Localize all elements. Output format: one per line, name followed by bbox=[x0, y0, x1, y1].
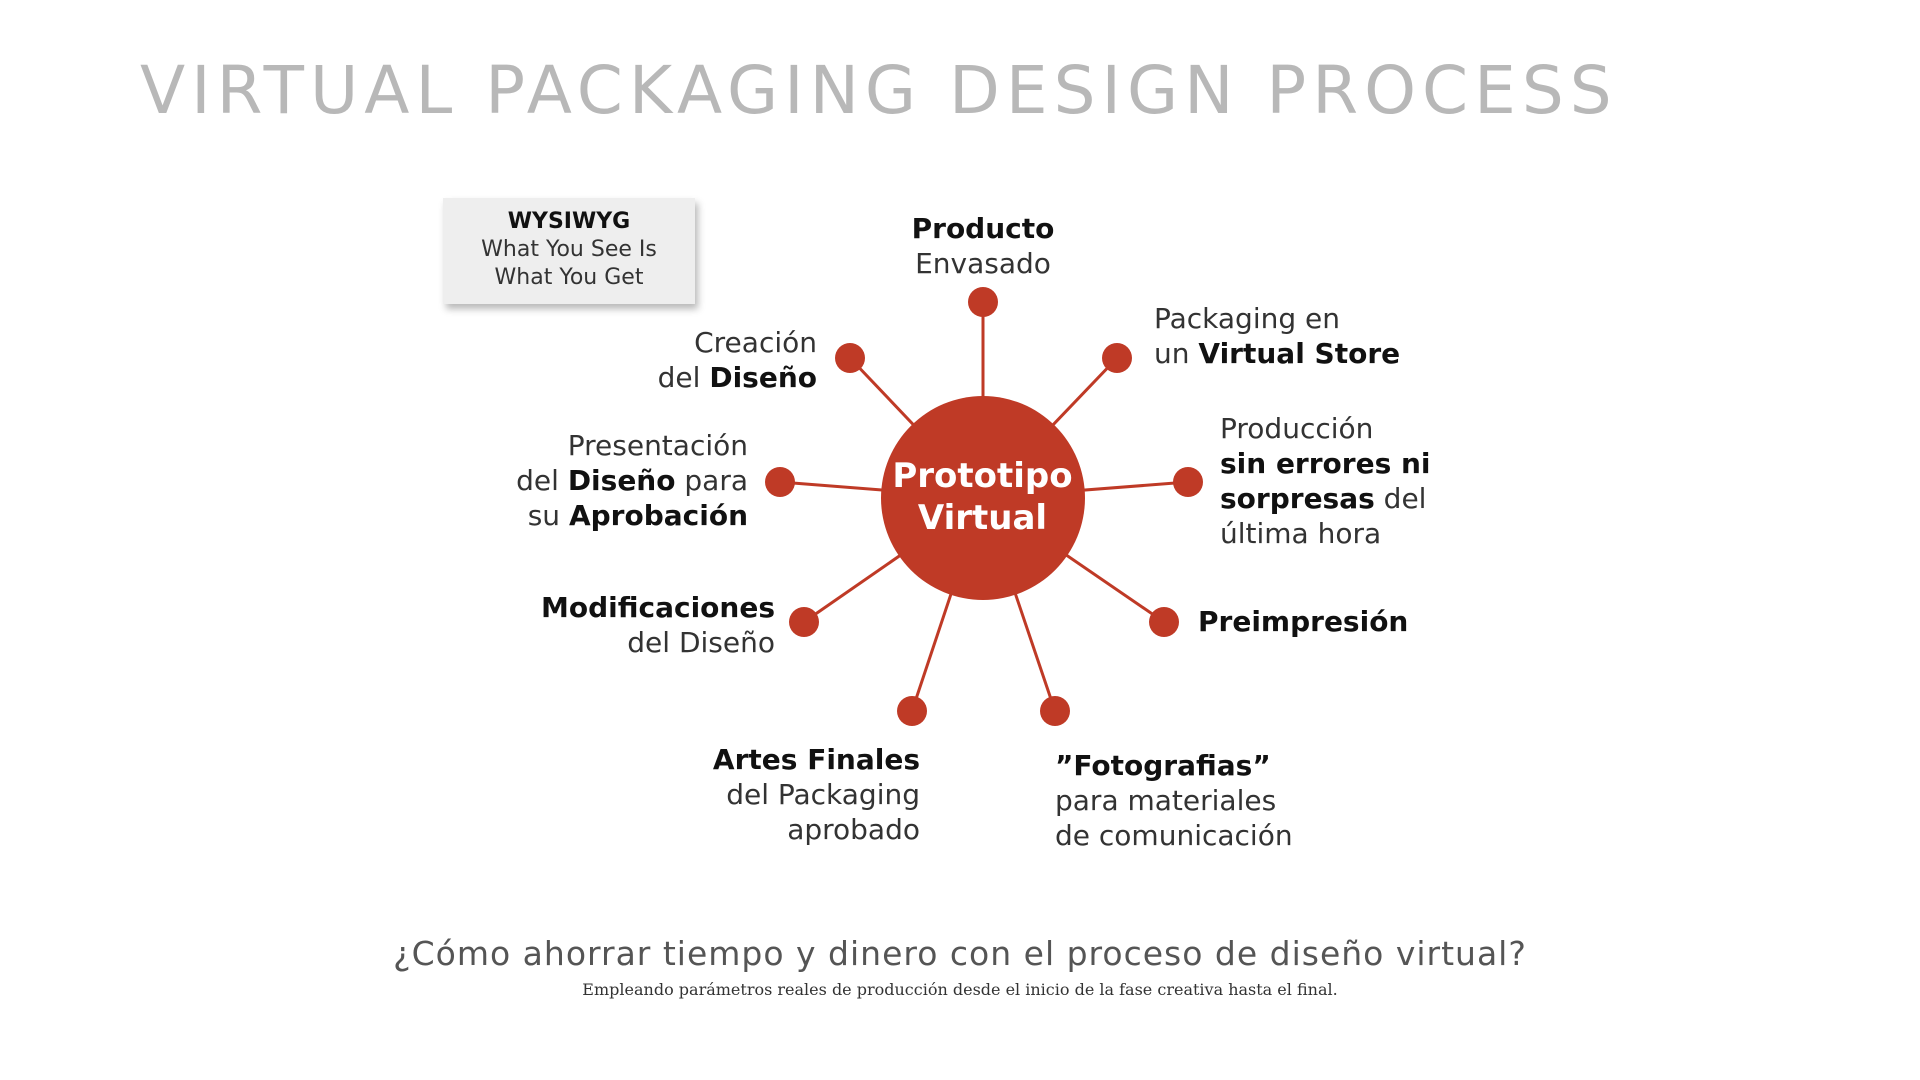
dot-fotografias bbox=[1040, 696, 1070, 726]
creacion-line-1: Creación bbox=[694, 326, 817, 359]
hub-line-2: Virtual bbox=[917, 498, 1048, 538]
label-creacion: Creación del Diseño bbox=[600, 325, 817, 395]
artes-finales-line-2: del Packaging bbox=[726, 778, 920, 811]
artes-finales-line-1: Artes Finales bbox=[712, 743, 920, 776]
produccion-line-3b: sorpresas bbox=[1220, 482, 1375, 515]
dot-creacion bbox=[835, 343, 865, 373]
dot-virtual-store bbox=[1102, 343, 1132, 373]
dot-producto bbox=[968, 287, 998, 317]
producto-line-1: Producto bbox=[911, 212, 1055, 245]
label-presentacion: Presentación del Diseño para su Aprobaci… bbox=[430, 428, 748, 533]
produccion-line-3n: del bbox=[1374, 482, 1427, 515]
presentacion-line-2a: del bbox=[516, 464, 568, 497]
presentacion-line-1: Presentación bbox=[567, 429, 748, 462]
hub-label: Prototipo Virtual bbox=[880, 455, 1085, 539]
hub-line-1: Prototipo bbox=[892, 456, 1073, 496]
dot-produccion bbox=[1173, 467, 1203, 497]
node-dots bbox=[765, 287, 1203, 726]
presentacion-line-3a: su bbox=[527, 499, 569, 532]
produccion-line-4: última hora bbox=[1220, 517, 1382, 550]
fotografias-line-1: ”Fotografias” bbox=[1055, 749, 1271, 782]
wysiwyg-line-2: What You Get bbox=[494, 265, 644, 290]
label-produccion: Producción sin errores ni sorpresas del … bbox=[1220, 411, 1431, 551]
label-virtual-store: Packaging en un Virtual Store bbox=[1154, 301, 1400, 371]
label-producto: Producto Envasado bbox=[883, 211, 1083, 281]
hub-circle bbox=[881, 396, 1085, 600]
label-artes-finales: Artes Finales del Packaging aprobado bbox=[640, 742, 920, 847]
footer-subtext: Empleando parámetros reales de producció… bbox=[582, 980, 1338, 999]
producto-line-2: Envasado bbox=[915, 247, 1051, 280]
wysiwyg-callout: WYSIWYG What You See Is What You Get bbox=[443, 198, 695, 304]
fotografias-line-3: de comunicación bbox=[1055, 819, 1293, 852]
virtual-store-line-2a: un bbox=[1154, 337, 1199, 370]
label-fotografias: ”Fotografias” para materiales de comunic… bbox=[1055, 748, 1293, 853]
preimpresion-line-1: Preimpresión bbox=[1198, 605, 1409, 638]
modificaciones-line-2: del Diseño bbox=[627, 626, 775, 659]
modificaciones-line-1: Modificaciones bbox=[540, 591, 775, 624]
produccion-line-1: Producción bbox=[1220, 412, 1374, 445]
produccion-line-2: sin errores ni bbox=[1220, 447, 1431, 480]
wysiwyg-line-1: What You See Is bbox=[481, 237, 657, 262]
label-preimpresion: Preimpresión bbox=[1198, 604, 1408, 639]
label-modificaciones: Modificaciones del Diseño bbox=[470, 590, 775, 660]
wysiwyg-heading: WYSIWYG bbox=[507, 209, 631, 234]
footer-question: ¿Cómo ahorrar tiempo y dinero con el pro… bbox=[393, 934, 1527, 973]
presentacion-line-2c: para bbox=[675, 464, 748, 497]
dot-modificaciones bbox=[789, 607, 819, 637]
artes-finales-line-3: aprobado bbox=[787, 813, 920, 846]
fotografias-line-2: para materiales bbox=[1055, 784, 1277, 817]
page-title: VIRTUAL PACKAGING DESIGN PROCESS bbox=[140, 52, 1618, 129]
dot-presentacion bbox=[765, 467, 795, 497]
creacion-line-2a: del bbox=[657, 361, 710, 394]
virtual-store-line-2b: Virtual Store bbox=[1198, 337, 1401, 370]
presentacion-line-3b: Aprobación bbox=[568, 499, 748, 532]
creacion-line-2b: Diseño bbox=[709, 361, 817, 394]
dot-artes-finales bbox=[897, 696, 927, 726]
virtual-store-line-1: Packaging en bbox=[1154, 302, 1341, 335]
presentacion-line-2b: Diseño bbox=[567, 464, 676, 497]
dot-preimpresion bbox=[1149, 607, 1179, 637]
